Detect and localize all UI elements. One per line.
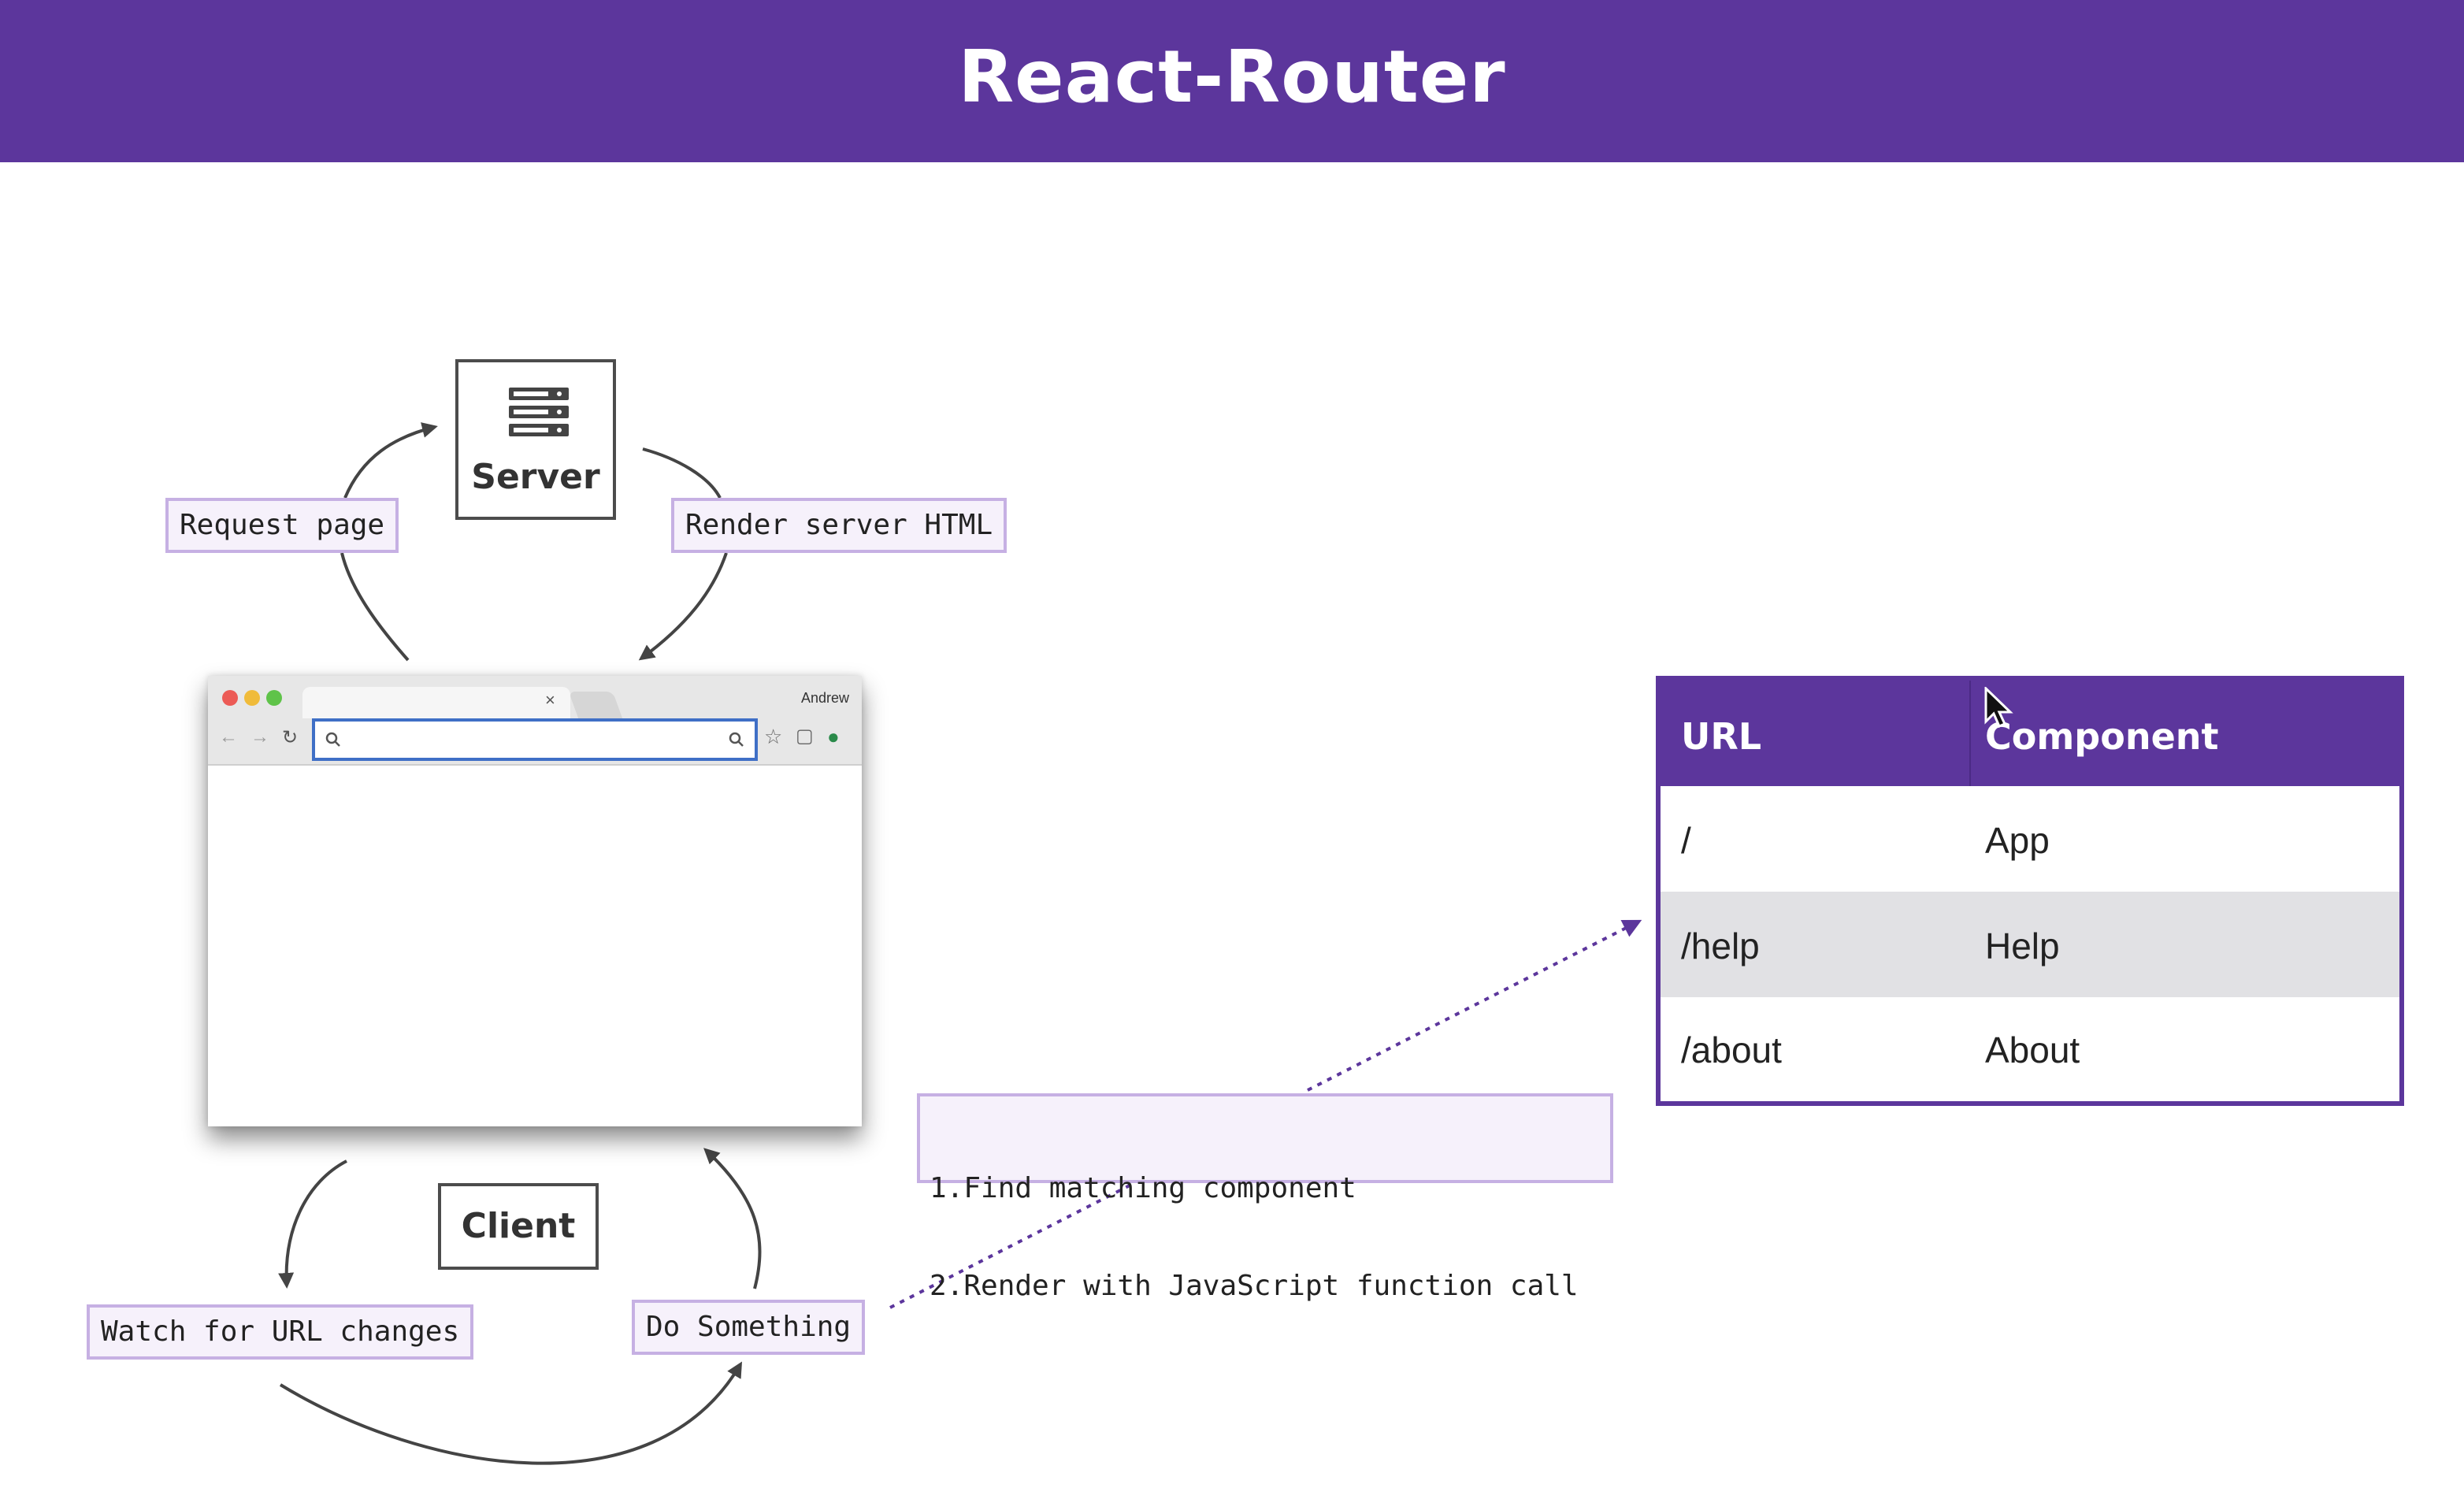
minimize-dot (244, 690, 260, 706)
arrow-render-html-lower (638, 552, 728, 661)
header-divider (1969, 681, 1971, 786)
dotted-connector-lower (889, 1183, 1132, 1309)
arrow-do-something (703, 1148, 762, 1289)
maximize-dot (266, 690, 282, 706)
client-label: Client (461, 1206, 576, 1246)
route-table: URL Component / App /help Help /about Ab… (1656, 676, 2404, 1106)
browser-window: × Andrew ← → ↻ ☆ ▢ ● (208, 676, 862, 1126)
server-node: Server (455, 359, 616, 520)
browser-user: Andrew (800, 690, 849, 706)
arrow-request-page-lower (340, 552, 410, 662)
label-request-page: Request page (165, 498, 399, 553)
dotted-connector-upper (1307, 919, 1642, 1092)
cell-component: About (1985, 1030, 2080, 1070)
steps-note: 1.Find matching component 2.Render with … (917, 1093, 1613, 1302)
step-1: 1.Find matching component (930, 1172, 1356, 1204)
tab-close-icon: × (545, 690, 555, 710)
forward-arrow-icon: → (250, 726, 269, 748)
reload-icon: ↻ (282, 727, 299, 748)
mouse-cursor-icon (1984, 687, 2013, 728)
extension-icon: ▢ (796, 725, 814, 747)
cell-url: /help (1681, 926, 1760, 966)
star-icon: ☆ (764, 725, 783, 748)
arrow-bottom-loop (279, 1361, 743, 1465)
cell-component: Help (1985, 926, 2060, 966)
arrow-request-page-upper (343, 422, 438, 499)
cell-url: / (1681, 820, 1691, 861)
back-arrow-icon: ← (219, 726, 238, 748)
route-table-header: URL Component (1661, 681, 2399, 786)
label-render-server-html: Render server HTML (671, 498, 1007, 553)
table-row: /about About (1661, 997, 2399, 1103)
server-icon (509, 388, 569, 436)
browser-tab (302, 687, 570, 718)
arrow-watch-url (278, 1159, 347, 1289)
title-bar: React-Router (0, 0, 2464, 162)
table-row: /help Help (1661, 892, 2399, 997)
close-dot (222, 690, 238, 706)
arrow-render-html-upper (642, 447, 722, 499)
cell-component: App (1985, 820, 2050, 861)
header-url: URL (1681, 715, 1762, 758)
client-node: Client (438, 1183, 599, 1270)
server-label: Server (471, 457, 600, 497)
page-title: React-Router (958, 35, 1506, 119)
label-do-something: Do Something (632, 1300, 866, 1355)
header-component: Component (1985, 715, 2219, 758)
address-bar (312, 718, 758, 761)
step-2: 2.Render with JavaScript function call (930, 1270, 1579, 1302)
cell-url: /about (1681, 1030, 1782, 1070)
zoom-icon (729, 732, 744, 747)
profile-icon: ● (827, 725, 840, 748)
browser-toolbar: × Andrew ← → ↻ ☆ ▢ ● (208, 676, 862, 766)
label-watch-url-changes: Watch for URL changes (87, 1304, 474, 1360)
search-icon (325, 732, 340, 747)
table-row: / App (1661, 786, 2399, 892)
new-tab (568, 692, 623, 718)
